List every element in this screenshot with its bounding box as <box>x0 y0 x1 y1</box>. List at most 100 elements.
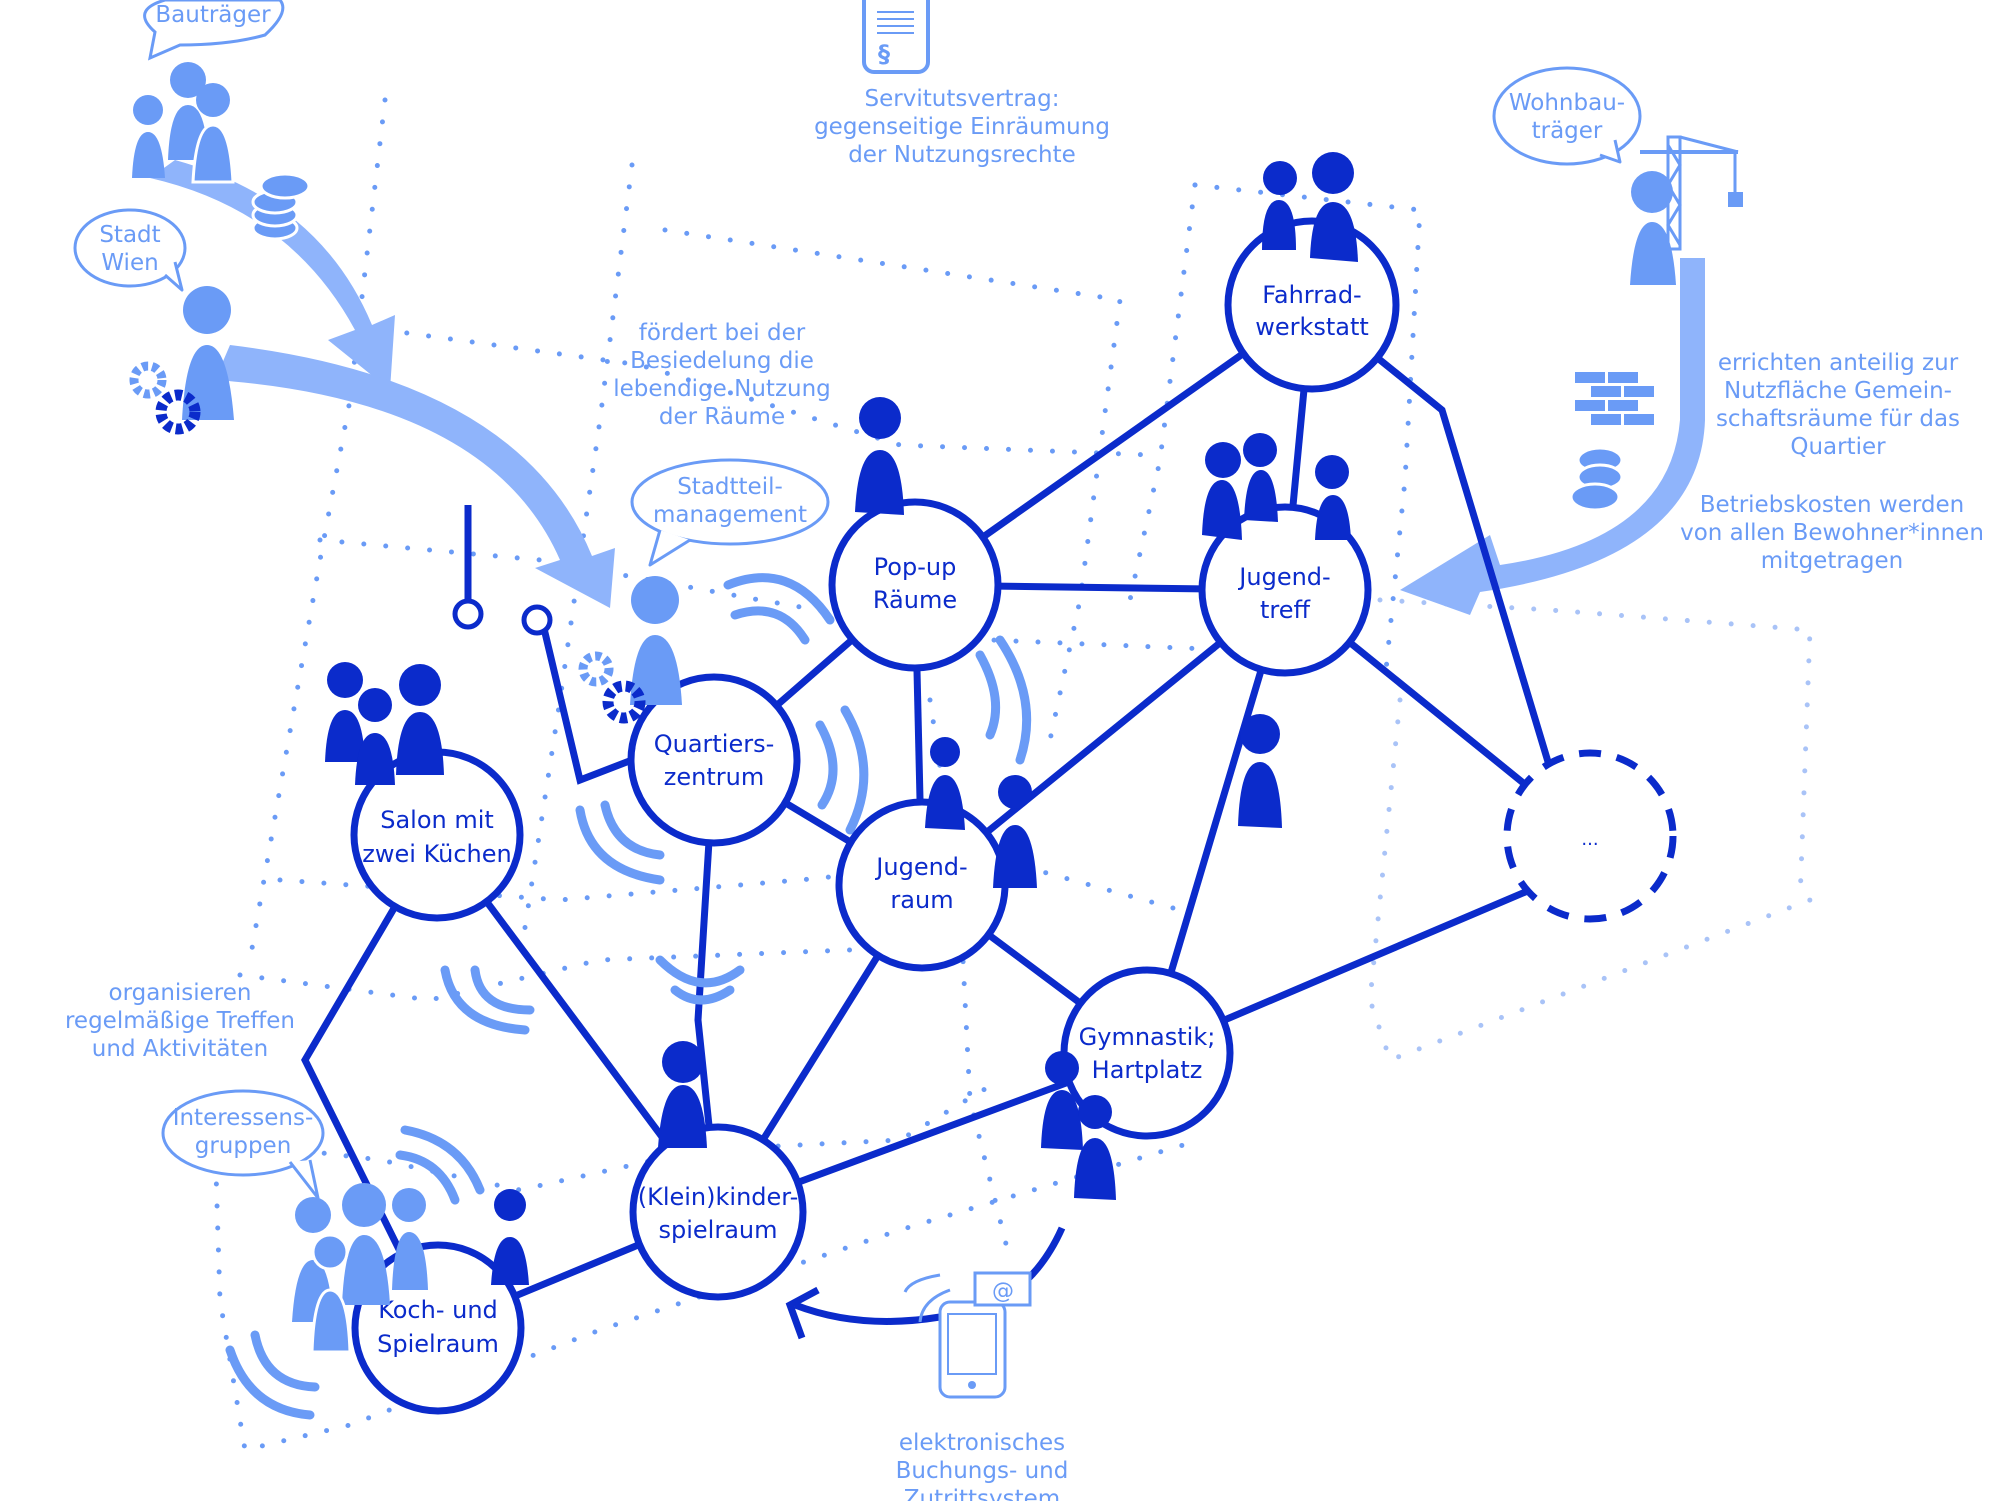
node-label: Räume <box>873 586 957 614</box>
node-jugendraum[interactable] <box>835 798 1009 972</box>
wave <box>723 573 835 625</box>
bubble-stadtteilmanagement: Stadtteil- management <box>630 458 830 567</box>
wave <box>995 635 1032 765</box>
node-label: zwei Küchen <box>362 840 511 868</box>
node-label: Pop-up <box>874 553 957 581</box>
person-icon <box>1041 1051 1083 1150</box>
gears-icon <box>129 361 201 435</box>
node-label: Jugend- <box>874 853 967 881</box>
svg-text:§: § <box>878 40 890 68</box>
bubble-label: Bauträger <box>155 2 271 28</box>
wave <box>395 1150 460 1205</box>
parcel-outline <box>927 697 1013 1263</box>
residents-icons <box>325 152 1358 1285</box>
note-organisieren: organisieren <box>109 980 252 1006</box>
wave <box>440 965 530 1035</box>
node-label: Gymnastik; <box>1079 1023 1216 1051</box>
wave <box>575 805 665 885</box>
bubble-label: Wohnbau- <box>1509 90 1625 116</box>
bubble-label: gruppen <box>195 1133 292 1159</box>
booking-arrow-head <box>785 1286 820 1340</box>
note-organisieren: regelmäßige Treffen <box>65 1008 295 1034</box>
parcel-outline <box>317 537 1233 653</box>
node-label: ... <box>1581 829 1598 850</box>
person-icon <box>1315 455 1351 540</box>
person-icon <box>325 662 365 762</box>
node-label: Salon mit <box>380 806 494 834</box>
note-errichten: Quartier <box>1790 434 1886 460</box>
node-label: Koch- und <box>378 1296 498 1324</box>
person-icon <box>630 576 682 705</box>
note-betriebskosten: mitgetragen <box>1761 548 1903 574</box>
space-nodes <box>350 217 1677 1415</box>
node-label: Spielraum <box>377 1330 499 1358</box>
node-label: werkstatt <box>1255 313 1369 341</box>
node-label: Jugend- <box>1237 563 1330 591</box>
note-errichten: errichten anteilig zur <box>1718 350 1959 376</box>
stadt-wien-arrow <box>215 345 615 608</box>
booking-arrow-curve <box>793 1301 941 1325</box>
node-kleinkinderspielraum[interactable] <box>629 1123 807 1301</box>
node-label: raum <box>890 886 953 914</box>
parcel-outline <box>662 227 1123 743</box>
crane-icon <box>1640 135 1743 251</box>
person-icon <box>1262 161 1297 250</box>
person-icon <box>855 397 904 515</box>
person-icon <box>1074 1095 1116 1200</box>
people-group-icon <box>292 1183 428 1354</box>
person-icon <box>182 286 234 420</box>
node-label: treff <box>1260 596 1311 624</box>
note-organisieren: und Aktivitäten <box>92 1036 268 1062</box>
contract-paragraph-icon: § <box>862 0 930 74</box>
person-icon <box>993 775 1037 888</box>
edge-quartier-pin <box>538 619 634 785</box>
bubble-bautraeger: Bauträger <box>143 0 285 61</box>
parcel-outline <box>1127 182 1198 603</box>
person-icon <box>658 1041 707 1148</box>
actor-icons <box>129 62 1743 1354</box>
node-label: Quartiers- <box>654 730 775 758</box>
person-icon <box>1238 714 1282 828</box>
bubble-label: Interessens- <box>173 1105 314 1131</box>
note-betriebskosten: von allen Bewohner*innen <box>1680 520 1984 546</box>
note-servitut: gegenseitige Einräumung <box>814 114 1110 140</box>
pin-circle-icon <box>452 598 484 630</box>
person-icon <box>925 737 965 830</box>
parcel-outline <box>212 1077 1003 1193</box>
node-more[interactable] <box>1503 749 1677 923</box>
node-label: Hartplatz <box>1092 1056 1203 1084</box>
wave <box>840 705 869 835</box>
wave <box>600 800 665 860</box>
note-servitut: der Nutzungsrechte <box>848 142 1076 168</box>
node-label: spielraum <box>658 1216 777 1244</box>
annotation-notes: Servitutsvertrag: gegenseitige Einräumun… <box>65 86 1984 1501</box>
note-foerdert: lebendige Nutzung <box>613 376 831 402</box>
note-foerdert: fördert bei der <box>639 320 806 346</box>
wohnbautraeger-arrow <box>1400 258 1705 615</box>
note-betriebskosten: Betriebskosten werden <box>1700 492 1964 518</box>
parcel-outline <box>212 1137 1203 1454</box>
node-labels: Fahrrad- werkstatt Pop-up Räume Jugend- … <box>362 281 1598 1358</box>
bubble-label: management <box>653 502 807 528</box>
bubble-label: träger <box>1532 118 1603 144</box>
bubble-label: Stadt <box>99 222 160 248</box>
bubble-label: Wien <box>101 250 158 276</box>
node-popup-raeume[interactable] <box>828 498 1002 672</box>
note-servitut: Servitutsvertrag: <box>865 86 1060 112</box>
smartphone-email-icon: @ <box>903 1271 1032 1399</box>
note-errichten: schaftsräume für das <box>1716 406 1960 432</box>
coins-icon <box>251 172 311 241</box>
node-quartierszentrum[interactable] <box>627 673 801 847</box>
node-jugendtreff[interactable] <box>1198 503 1372 677</box>
wave <box>250 1330 320 1392</box>
signal-waves <box>225 573 1032 1420</box>
wave <box>975 650 1001 740</box>
person-icon <box>491 1189 529 1285</box>
node-label: (Klein)kinder- <box>638 1183 799 1211</box>
person-icon <box>1310 152 1358 262</box>
node-fahrradwerkstatt[interactable] <box>1224 217 1400 393</box>
people-group-icon <box>132 62 235 184</box>
wave <box>655 955 745 988</box>
note-buchung: elektronisches <box>899 1430 1065 1456</box>
